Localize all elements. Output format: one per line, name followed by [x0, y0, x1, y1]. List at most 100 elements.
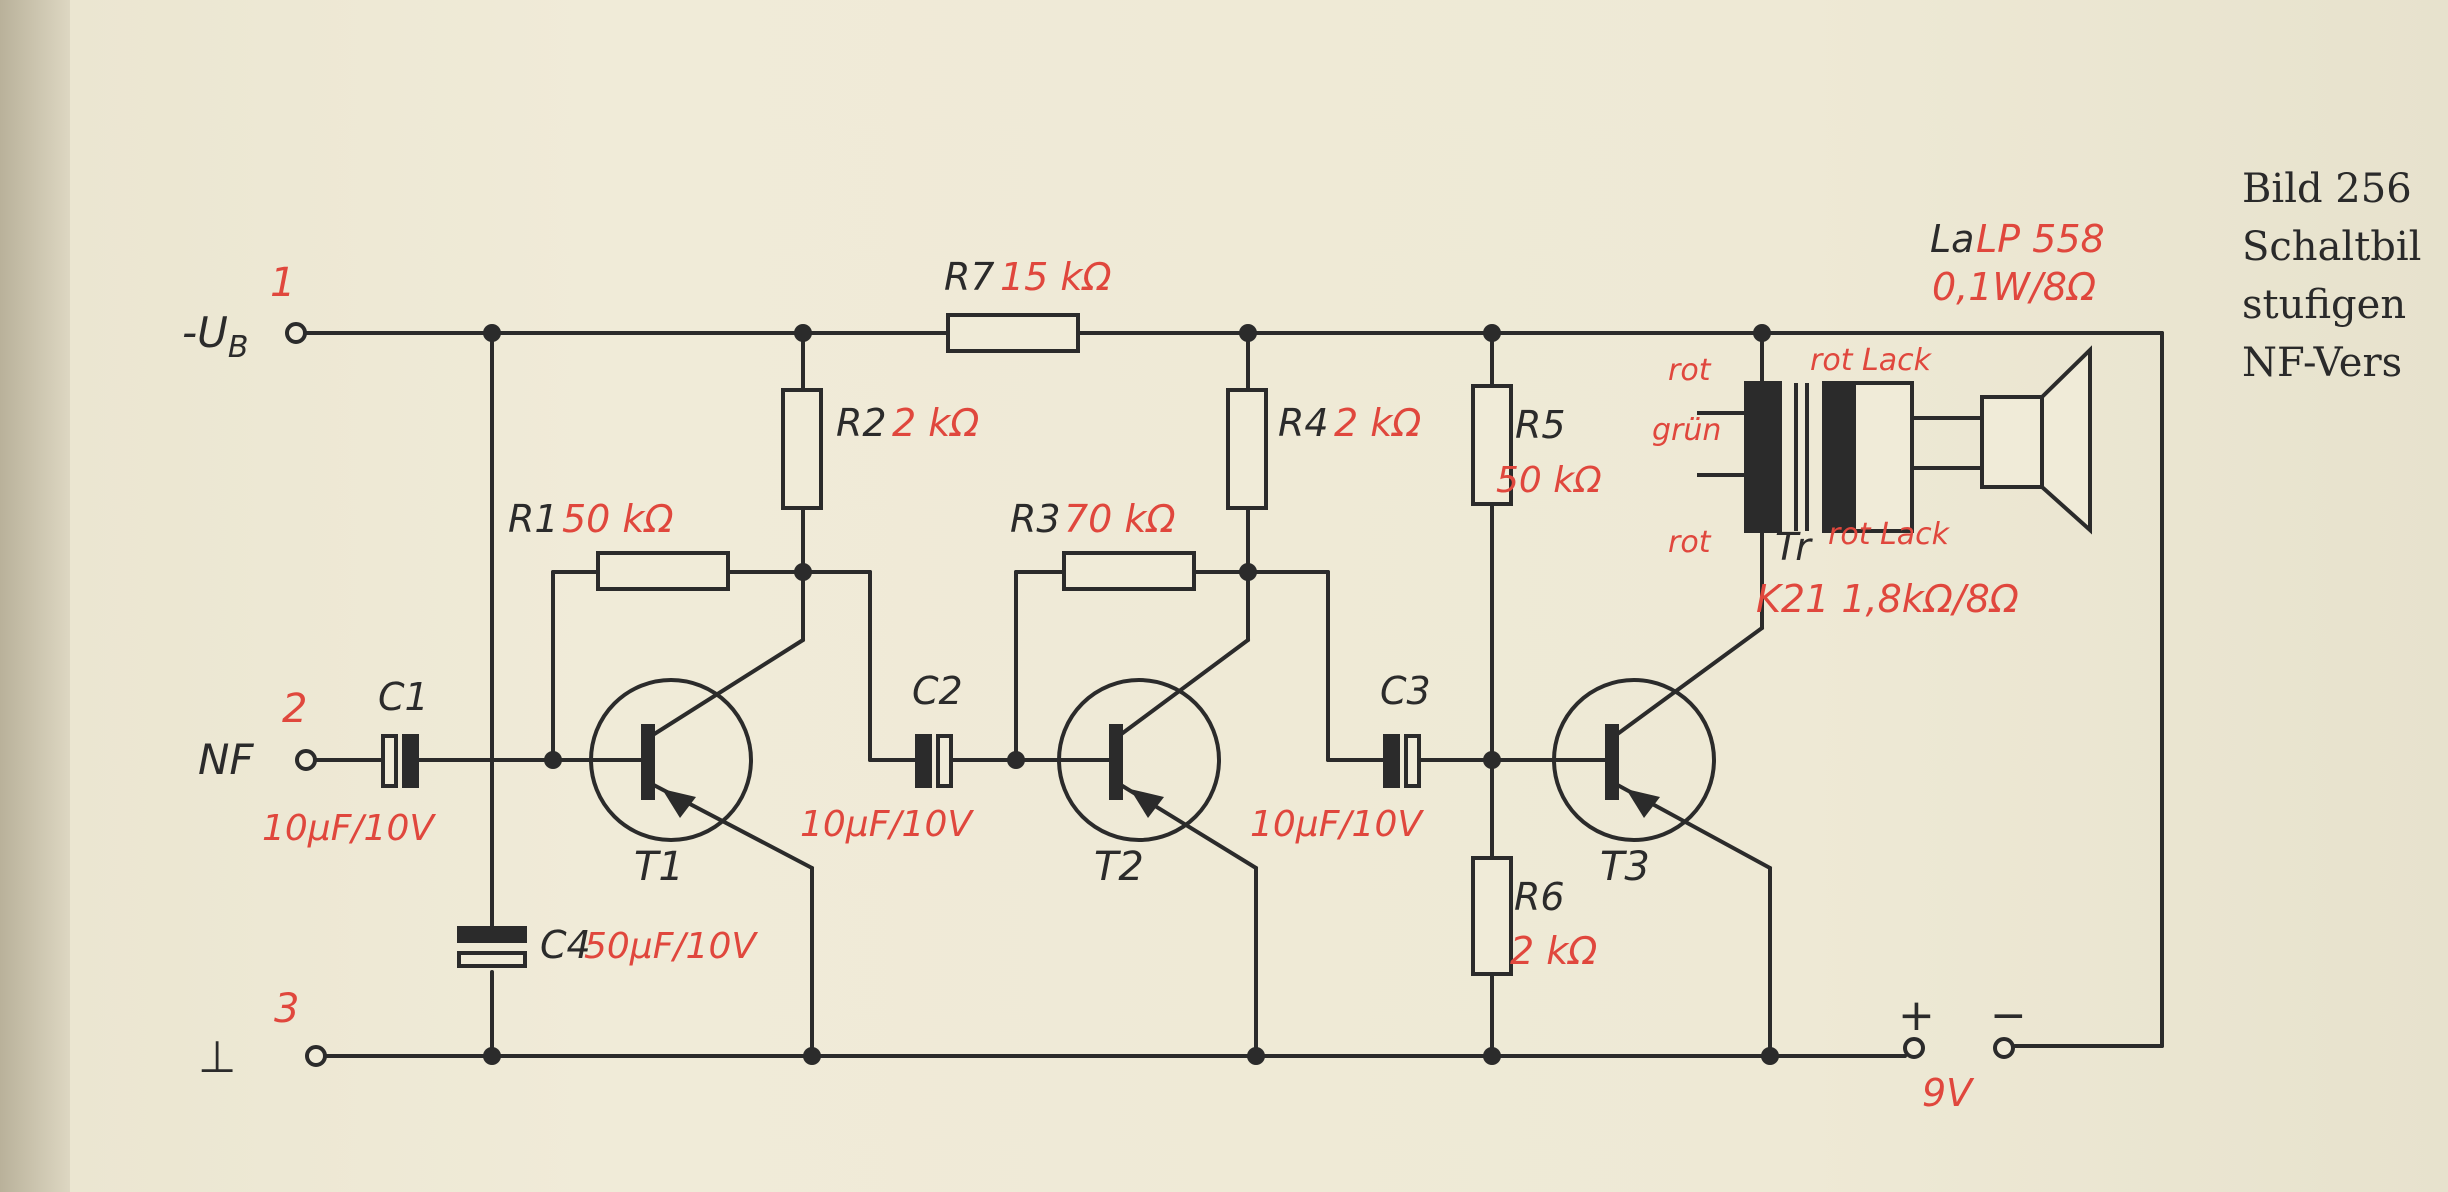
r4-name: R4	[1278, 401, 1329, 445]
transistor-t2	[1057, 678, 1221, 842]
resistor-r2	[781, 388, 823, 510]
r5-name: R5	[1515, 403, 1566, 447]
junction-dot	[794, 324, 812, 342]
c2-value: 10µF/10V	[800, 804, 974, 845]
battery-minus: −	[1990, 990, 2027, 1041]
speaker-model: LP 558	[1976, 217, 2105, 261]
battery-voltage: 9V	[1922, 1071, 1975, 1115]
transformer-secondary-box	[1852, 381, 1914, 533]
transformer-spec: K21 1,8kΩ/8Ω	[1756, 577, 2019, 621]
transformer-wire-bottom-left: rot	[1668, 525, 1712, 560]
c3-value: 10µF/10V	[1250, 804, 1424, 845]
resistor-r3	[1062, 551, 1196, 591]
resistor-r5	[1471, 384, 1513, 506]
resistor-r6	[1471, 856, 1513, 976]
r2-name: R2	[836, 401, 887, 445]
r6-name: R6	[1514, 875, 1565, 919]
c4-name: C4	[540, 923, 591, 967]
r2-value: 2 kΩ	[892, 401, 979, 445]
r3-name: R3	[1010, 497, 1061, 541]
wire-t3-collector	[1610, 626, 1764, 740]
capacitor-c1-plate	[402, 734, 419, 788]
c1-value: 10µF/10V	[262, 808, 436, 849]
junction-dot	[1247, 1047, 1265, 1065]
capacitor-c3-plate	[1404, 734, 1421, 788]
junction-dot	[1483, 324, 1501, 342]
capacitor-c2-plate	[936, 734, 953, 788]
terminal-3-number: 3	[274, 986, 299, 1032]
terminal-2-label: NF	[198, 735, 254, 784]
t3-name: T3	[1600, 844, 1650, 890]
resistor-r7	[946, 313, 1080, 353]
terminal-1	[285, 322, 307, 344]
transformer-primary-winding	[1744, 381, 1782, 533]
speaker-name: La	[1930, 217, 1974, 261]
battery-minus-terminal	[1993, 1037, 2015, 1059]
junction-dot	[1761, 1047, 1779, 1065]
c4-value: 50µF/10V	[584, 926, 758, 967]
transistor-t3-emitter-arrow	[1626, 789, 1660, 818]
junction-dot	[794, 563, 812, 581]
caption-line: stufigen	[2242, 282, 2407, 328]
junction-dot	[1239, 563, 1257, 581]
junction-dot	[544, 751, 562, 769]
caption-line: Bild 256	[2242, 166, 2412, 212]
terminal-3	[305, 1045, 327, 1067]
junction-dot	[1483, 751, 1501, 769]
transformer-name: Tr	[1775, 525, 1813, 569]
c1-name: C1	[378, 675, 429, 719]
capacitor-c3-plate	[1383, 734, 1400, 788]
transformer-wire-bottom-right: rot Lack	[1828, 517, 1951, 552]
terminal-2-number: 2	[282, 686, 307, 732]
r7-value: 15 kΩ	[1000, 255, 1111, 299]
transistor-t1	[589, 678, 753, 842]
transistor-t3	[1552, 678, 1716, 842]
caption-line: NF-Vers	[2242, 340, 2403, 386]
transistor-t1-emitter-arrow	[662, 789, 696, 818]
resistor-r1	[596, 551, 730, 591]
c2-name: C2	[912, 669, 963, 713]
junction-dot	[803, 1047, 821, 1065]
capacitor-c4-plate	[457, 926, 527, 943]
r1-value: 50 kΩ	[562, 497, 673, 541]
capacitor-c2-plate	[915, 734, 932, 788]
r4-value: 2 kΩ	[1334, 401, 1421, 445]
t1-name: T1	[634, 844, 684, 890]
r7-name: R7	[944, 255, 995, 299]
capacitor-c4-plate	[457, 951, 527, 968]
battery-plus-terminal	[1903, 1037, 1925, 1059]
terminal-1-number: 1	[270, 260, 295, 306]
battery-plus: +	[1898, 990, 1935, 1041]
terminal-1-label: -UB	[182, 308, 249, 365]
r3-value: 70 kΩ	[1064, 497, 1175, 541]
junction-dot	[483, 1047, 501, 1065]
wire-t2-collector	[1114, 638, 1250, 740]
book-gutter	[0, 0, 70, 1192]
capacitor-c1-plate	[381, 734, 398, 788]
junction-dot	[483, 324, 501, 342]
terminal-2	[295, 749, 317, 771]
resistor-r4	[1226, 388, 1268, 510]
transformer-wire-top-right: rot Lack	[1810, 343, 1933, 378]
wire-t1-collector	[646, 638, 805, 740]
c3-name: C3	[1380, 669, 1431, 713]
junction-dot	[1239, 324, 1257, 342]
caption-line: Schaltbil	[2242, 224, 2422, 270]
r1-name: R1	[508, 497, 559, 541]
transformer-secondary-winding	[1822, 381, 1856, 533]
junction-dot	[1007, 751, 1025, 769]
transformer-wire-top-left: rot	[1668, 353, 1712, 388]
junction-dot	[1753, 324, 1771, 342]
t2-name: T2	[1094, 844, 1144, 890]
terminal-3-label: ⊥	[198, 1032, 236, 1083]
transistor-t2-emitter-arrow	[1130, 789, 1164, 818]
r5-value: 50 kΩ	[1496, 460, 1602, 501]
junction-dot	[1483, 1047, 1501, 1065]
figure-caption: Bild 256 Schaltbil stufigen NF-Vers	[2242, 160, 2421, 392]
speaker-rating: 0,1W/8Ω	[1932, 265, 2096, 309]
r6-value: 2 kΩ	[1510, 929, 1597, 973]
speaker-icon	[1980, 345, 2092, 535]
transformer-wire-mid-left: grün	[1652, 413, 1721, 448]
